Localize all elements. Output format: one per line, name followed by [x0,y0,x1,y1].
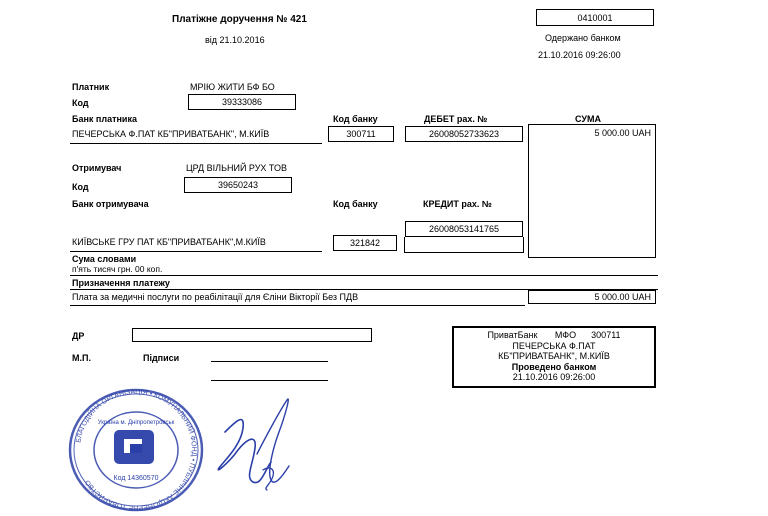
payer-bank-code-box: 300711 [328,126,394,142]
amount-value: 5 000.00 UAH [594,128,651,138]
amount-box: 5 000.00 UAH [528,124,656,258]
doc-code: 0410001 [577,12,613,23]
payer-bank-label: Банк платника [72,114,137,124]
recipient-label: Отримувач [72,163,122,173]
payer-bank-code: 300711 [346,129,376,139]
credit-box-extension [404,237,524,253]
amount-words-label: Сума словами [72,254,137,264]
payer-bank-underline [70,143,322,144]
stamp-bank: ПриватБанк [487,330,538,340]
recipient-bank-code-box: 321842 [333,235,397,251]
signature-line-2 [211,380,328,381]
round-seal: БЛАГОДІЙНА ОРГАНІЗАЦІЯ • КОМУНАЛЬНИЙ ФОН… [68,388,204,512]
stamp-line-4: 21.10.2016 09:26:00 [512,372,596,382]
purpose-amount: 5 000.00 UAH [594,292,651,302]
recipient-bank-label: Банк отримувача [72,199,149,209]
dr-box [132,328,372,342]
payer-label: Платник [72,82,110,92]
recipient-code-box: 39650243 [184,177,292,193]
purpose-amount-box: 5 000.00 UAH [528,290,656,304]
debit-label: ДЕБЕТ рах. № [424,114,488,124]
payer-code-label: Код [72,98,89,108]
document-title: Платіжне доручення № 421 [172,14,307,25]
credit-account-box: 26008053141765 [405,221,523,237]
document-date: від 21.10.2016 [205,35,265,45]
handwritten-signature [217,398,290,491]
recipient-bank-name: КИЇВСЬКЕ ГРУ ПАТ КБ"ПРИВАТБАНК",М.КИЇВ [72,237,266,247]
credit-label: КРЕДИТ рах. № [423,199,492,209]
stamp-mfo-label: МФО [554,330,577,340]
purpose-value: Плата за медичні послуги по реабілітації… [72,292,359,302]
debit-account-box: 26008052733623 [405,126,523,142]
recipient-name: ЦРД ВІЛЬНИЙ РУХ ТОВ [186,163,288,173]
payer-bank-name: ПЕЧЕРСЬКА Ф.ПАТ КБ"ПРИВАТБАНК", М.КИЇВ [72,129,270,139]
signatures-label: Підписи [143,353,180,363]
signature-line-1 [211,361,328,362]
received-label: Одержано банком [545,33,621,43]
doc-code-box: 0410001 [536,9,654,26]
credit-account: 26008053141765 [428,224,500,234]
stamp-line-2: КБ"ПРИВАТБАНК", М.КИЇВ [498,351,610,361]
bank-processing-stamp: ПриватБанк МФО 300711 ПЕЧЕРСЬКА Ф.ПАТ КБ… [452,326,656,388]
recipient-code: 39650243 [217,180,259,190]
amount-words-value: п'ять тисяч грн. 00 коп. [72,264,163,274]
recipient-code-label: Код [72,182,89,192]
purpose-underline [70,305,525,306]
seal-code-text: Код 14360570 [114,475,159,482]
amount-label: СУМА [575,114,601,124]
debit-account: 26008052733623 [428,129,500,139]
recipient-bank-code-label: Код банку [333,199,378,209]
purpose-label: Призначення платежу [72,278,170,288]
purpose-top-line [70,289,658,290]
mp-label: М.П. [72,353,91,363]
recipient-bank-code: 321842 [349,238,381,248]
payer-code-box: 39333086 [188,94,296,110]
received-date: 21.10.2016 09:26:00 [538,50,621,60]
payer-name: МРІЮ ЖИТИ БФ БО [190,82,275,92]
payer-code: 39333086 [221,97,263,107]
seal-logo-notch [130,444,142,453]
recipient-bank-underline [70,251,322,252]
stamp-bank-row: ПриватБанк МФО 300711 [454,330,654,341]
stamp-line-1: ПЕЧЕРСЬКА Ф.ПАТ [512,340,596,351]
seal-city-text: Україна м. Дніпропетровськ [98,420,175,426]
dr-label: ДР [72,331,85,341]
stamp-mfo: 300711 [591,330,621,340]
stamp-line-3: Проведено банком [511,361,597,372]
payer-bank-code-label: Код банку [333,114,378,124]
amount-words-underline [70,275,658,276]
